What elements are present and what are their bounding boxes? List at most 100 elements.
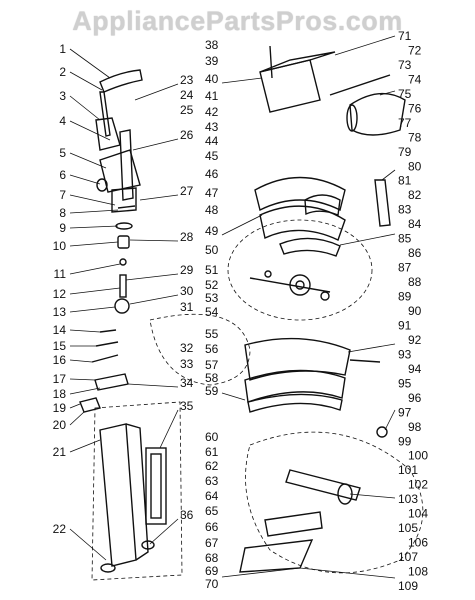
bushing — [117, 235, 130, 249]
leader-53 — [221, 392, 246, 401]
leader-1 — [69, 48, 111, 79]
side-bracket — [374, 179, 391, 227]
callout-6: 6 — [59, 168, 66, 182]
callout-25: 25 — [180, 103, 194, 117]
callout-9: 9 — [59, 221, 66, 235]
brush-roll — [285, 469, 361, 501]
callout-13: 13 — [53, 305, 67, 319]
leader-92 — [347, 343, 396, 353]
handle-grip — [99, 69, 143, 93]
callout-101: 101 — [398, 463, 418, 477]
callout-87: 87 — [398, 261, 412, 275]
leader-80 — [381, 169, 396, 181]
callout-70: 70 — [205, 577, 219, 591]
belt — [249, 277, 331, 293]
bottom-plate — [264, 511, 323, 537]
callout-7: 7 — [59, 188, 66, 202]
callout-88: 88 — [408, 275, 422, 289]
callout-71: 71 — [398, 29, 412, 43]
callout-3: 3 — [59, 89, 66, 103]
washer — [115, 222, 133, 230]
callout-84: 84 — [408, 217, 422, 231]
leader-29 — [125, 273, 179, 281]
leader-13 — [69, 306, 116, 313]
upper-assembly-outline — [227, 219, 373, 321]
leader-9 — [69, 225, 119, 229]
callout-54: 54 — [205, 305, 219, 319]
callout-74: 74 — [408, 72, 422, 86]
bearing — [320, 291, 330, 301]
leader-34 — [127, 383, 179, 388]
handle-group-outline — [149, 313, 251, 386]
callout-81: 81 — [398, 174, 412, 188]
callout-106: 106 — [408, 536, 428, 550]
leader-12 — [69, 287, 121, 295]
callout-86: 86 — [408, 246, 422, 260]
callout-82: 82 — [408, 188, 422, 202]
leader-7 — [69, 194, 116, 206]
callout-16: 16 — [53, 353, 67, 367]
callout-109: 109 — [398, 579, 418, 593]
center-right-leaders — [125, 35, 396, 579]
leader-16 — [69, 359, 93, 363]
bag-collar-ring — [100, 563, 116, 573]
base-assembly — [244, 337, 381, 413]
callout-1: 1 — [59, 42, 66, 56]
clip — [95, 341, 119, 347]
rod — [91, 354, 119, 363]
cord — [329, 74, 391, 96]
callout-33: 33 — [180, 357, 194, 371]
callout-44: 44 — [205, 134, 219, 148]
leader-21 — [69, 439, 101, 453]
base-bumper — [247, 393, 343, 413]
column-parts — [79, 205, 136, 413]
leader-17 — [69, 378, 96, 381]
nut — [264, 270, 272, 278]
handle-socket — [99, 149, 141, 193]
leader-11 — [69, 263, 121, 275]
callout-65: 65 — [205, 504, 219, 518]
leader-40 — [221, 77, 263, 84]
callout-105: 105 — [398, 521, 418, 535]
leader-71 — [334, 35, 396, 56]
callout-12: 12 — [53, 287, 67, 301]
end-bearing — [376, 426, 388, 438]
callout-108: 108 — [408, 565, 428, 579]
callout-8: 8 — [59, 206, 66, 220]
callout-79: 79 — [398, 145, 412, 159]
fan-housing — [254, 176, 391, 257]
callout-93: 93 — [398, 347, 412, 361]
callout-32: 32 — [180, 341, 194, 355]
callout-47: 47 — [205, 186, 219, 200]
callout-17: 17 — [53, 372, 67, 386]
leader-2 — [69, 71, 103, 91]
callout-39: 39 — [205, 54, 219, 68]
motor-end — [346, 104, 358, 132]
leader-103 — [349, 493, 396, 499]
impeller — [304, 194, 341, 216]
callout-21: 21 — [53, 445, 67, 459]
cover-top — [259, 51, 336, 73]
callout-56: 56 — [205, 342, 219, 356]
pin — [99, 329, 117, 333]
callout-30: 30 — [180, 284, 194, 298]
leader-23 — [134, 83, 179, 101]
callout-38: 38 — [205, 38, 219, 52]
leader-10 — [69, 241, 119, 247]
callout-97: 97 — [398, 405, 412, 419]
callout-83: 83 — [398, 203, 412, 217]
motor-cover — [349, 92, 406, 136]
callout-59: 59 — [205, 384, 219, 398]
callout-62: 62 — [205, 459, 219, 473]
upper-handle-tube — [99, 91, 111, 137]
pulley-hub — [295, 280, 305, 290]
callout-35: 35 — [180, 399, 194, 413]
callout-48: 48 — [205, 203, 219, 217]
fan-housing-upper — [254, 176, 346, 212]
screw — [117, 205, 136, 209]
callout-99: 99 — [398, 434, 412, 448]
callout-24: 24 — [180, 88, 194, 102]
callout-51: 51 — [205, 263, 219, 277]
callout-60: 60 — [205, 430, 219, 444]
